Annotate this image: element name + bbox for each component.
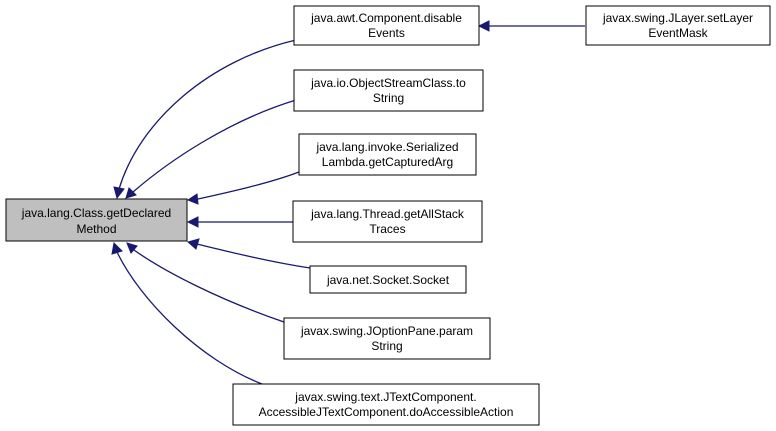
edge-root-to-joption-pane <box>126 242 285 323</box>
node-root-line1: java.lang.Class.getDeclared <box>21 206 171 220</box>
node-object-stream-line2: String <box>373 91 404 105</box>
node-joption-pane-line2: String <box>371 339 402 353</box>
node-serialized-lambda-line2: Lambda.getCapturedArg <box>322 155 453 169</box>
node-thread-line2: Traces <box>369 222 405 236</box>
node-socket-line1: java.net.Socket.Socket <box>326 273 450 287</box>
node-jlayer-line2: EventMask <box>648 26 708 40</box>
edge-root-to-thread-get-all-stack-traces <box>186 216 293 228</box>
node-root[interactable]: java.lang.Class.getDeclared Method <box>5 198 188 242</box>
edge-root-to-object-stream-class-to-string <box>125 99 297 199</box>
node-jlayer-line1: javax.swing.JLayer.setLayer <box>602 11 753 25</box>
edge-root-to-serialized-lambda <box>186 171 300 205</box>
node-disable-events-line1: java.awt.Component.disable <box>310 11 462 25</box>
node-root-line2: Method <box>76 222 116 236</box>
node-disable-events-line2: Events <box>368 26 405 40</box>
node-object-stream-line1: java.io.ObjectStreamClass.to <box>310 76 466 90</box>
node-joption-pane-param-string[interactable]: javax.swing.JOptionPane.param String <box>283 317 491 360</box>
node-thread-get-all-stack-traces[interactable]: java.lang.Thread.getAllStack Traces <box>292 200 483 243</box>
node-joption-pane-line1: javax.swing.JOptionPane.param <box>300 324 473 338</box>
node-disable-events[interactable]: java.awt.Component.disable Events <box>293 5 480 46</box>
node-serialized-lambda-get-captured-arg[interactable]: java.lang.invoke.Serialized Lambda.getCa… <box>298 133 477 176</box>
node-serialized-lambda-line1: java.lang.invoke.Serialized <box>315 140 458 154</box>
node-thread-line1: java.lang.Thread.getAllStack <box>310 207 465 221</box>
node-socket-socket[interactable]: java.net.Socket.Socket <box>309 265 467 294</box>
node-object-stream-class-to-string[interactable]: java.io.ObjectStreamClass.to String <box>293 69 484 112</box>
edge-disable-events-to-set-layer-event-mask <box>477 20 585 32</box>
node-jtext-component-do-accessible-action[interactable]: javax.swing.text.JTextComponent. Accessi… <box>232 383 540 426</box>
edge-root-to-disable-events <box>113 39 297 200</box>
node-jtext-component-line2: AccessibleJTextComponent.doAccessibleAct… <box>259 405 514 419</box>
node-jlayer-set-layer-event-mask[interactable]: javax.swing.JLayer.setLayer EventMask <box>585 5 771 46</box>
edge-root-to-jtext-component <box>111 241 263 385</box>
node-jtext-component-line1: javax.swing.text.JTextComponent. <box>294 390 476 404</box>
edge-root-to-socket <box>186 238 311 269</box>
